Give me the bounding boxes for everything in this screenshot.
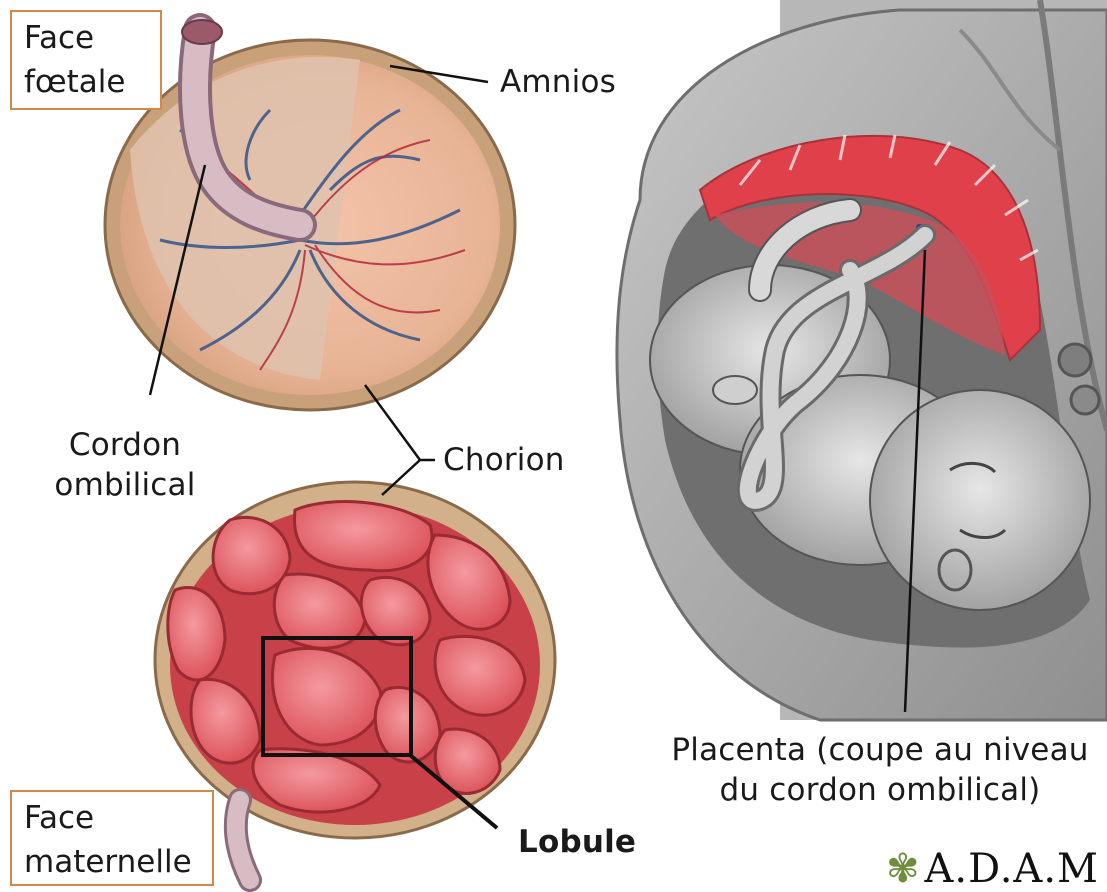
placenta-section-label: Placenta (coupe au niveau du cordon ombi…	[655, 730, 1105, 810]
fetal-face-placenta	[105, 20, 515, 410]
amnion-label: Amnios	[500, 62, 616, 102]
umbilical-cord-label: Cordon ombilical	[40, 425, 210, 505]
lobule-label: Lobule	[518, 822, 636, 862]
umbilical-cord-label-line1: Cordon	[40, 425, 210, 465]
fetal-face-label: Face fœtale	[10, 10, 162, 110]
maternal-face-label: Face maternelle	[10, 790, 214, 886]
umbilical-cord-label-line2: ombilical	[40, 465, 210, 505]
maternal-face-label-line1: Face	[24, 796, 200, 840]
placenta-section-label-line2: du cordon ombilical)	[655, 770, 1105, 810]
maternal-face-label-line2: maternelle	[24, 840, 200, 884]
maternal-face-placenta	[155, 482, 555, 880]
adam-leaf-icon: ✾	[886, 846, 921, 892]
chorion-label: Chorion	[443, 440, 565, 480]
fetal-face-label-line1: Face	[24, 16, 148, 60]
adam-logo: ✾A.D.A.M	[886, 846, 1099, 892]
adam-logo-text: A.D.A.M	[924, 846, 1099, 892]
placenta-section-label-line1: Placenta (coupe au niveau	[655, 730, 1105, 770]
fetal-face-label-line2: fœtale	[24, 60, 148, 104]
